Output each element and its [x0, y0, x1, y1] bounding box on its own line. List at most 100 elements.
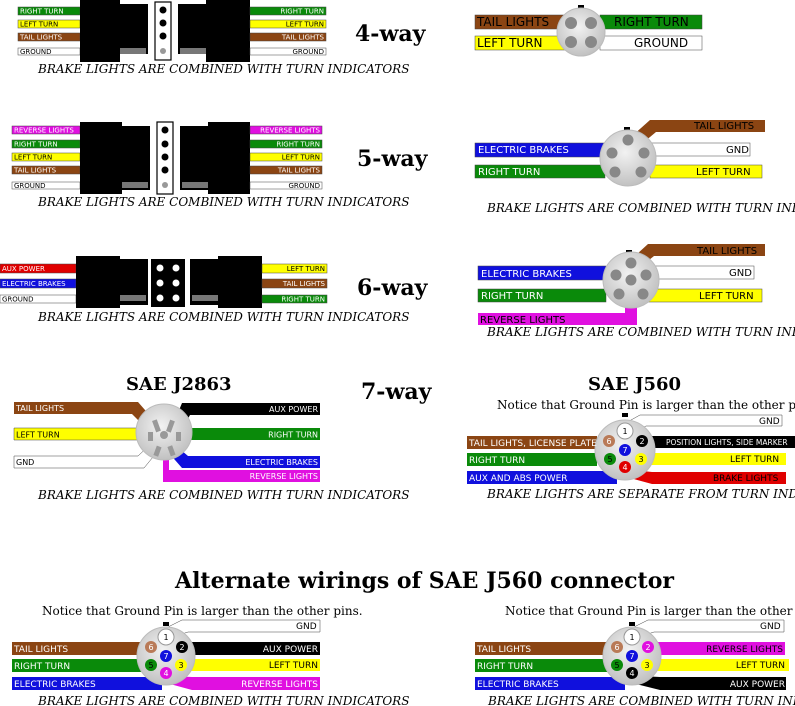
- wire-label-right-turn: RIGHT TURN: [478, 167, 540, 178]
- ground-pin-note: Notice that Ground Pin is larger than th…: [497, 398, 795, 412]
- section-title-4-way: 4-way: [355, 21, 427, 47]
- wire-label-right-turn: RIGHT TURN: [477, 662, 533, 672]
- wire-label-ground: GROUND: [20, 48, 52, 56]
- pin-number: 7: [622, 446, 627, 455]
- section-title-sae-j560: SAE J560: [588, 374, 681, 395]
- wire-label-reverse-lights: REVERSE LIGHTS: [480, 315, 565, 326]
- section-title-6-way: 6-way: [357, 275, 429, 301]
- wire-label-electric-brakes: ELECTRIC BRAKES: [481, 269, 572, 280]
- wire-label-left-turn: LEFT TURN: [287, 265, 325, 273]
- wire-label-electric-brakes: ELECTRIC BRAKES: [2, 280, 66, 288]
- section-title-5-way: 5-way: [357, 146, 429, 172]
- wire-label-left-turn: LEFT TURN: [699, 291, 754, 302]
- four-way-flat-connector: RIGHT TURN LEFT TURN TAIL LIGHTS GROUND …: [17, 0, 409, 76]
- wire-label-electric-brakes: ELECTRIC BRAKES: [245, 458, 318, 467]
- wire-label-gnd: GND: [760, 622, 781, 632]
- pin-number: 6: [148, 643, 153, 652]
- wire-label-ground: GROUND: [2, 296, 34, 304]
- note-text: BRAKE LIGHTS ARE SEPARATE FROM TURN INDI…: [486, 487, 795, 501]
- sae-j2863-connector: TAIL LIGHTS LEFT TURN GND AUX POWER RIGH…: [13, 402, 409, 502]
- wire-label-reverse-lights: REVERSE LIGHTS: [250, 472, 318, 481]
- wire-label-right-turn: RIGHT TURN: [280, 8, 324, 16]
- wire-label-tail-lights: TAIL LIGHTS: [476, 645, 531, 655]
- pin-number: 4: [163, 669, 168, 678]
- section-title-sae-j2863: SAE J2863: [126, 374, 232, 395]
- wire-label-gnd: GND: [16, 458, 34, 467]
- pin-number: 7: [629, 652, 634, 661]
- wire-label-tail-lights: TAIL LIGHTS: [277, 167, 321, 175]
- wire-label-left-turn: LEFT TURN: [269, 661, 318, 671]
- wire-label-reverse-lights: REVERSE LIGHTS: [14, 127, 74, 135]
- wire-label-tail-lights: TAIL LIGHTS: [693, 121, 754, 132]
- wire-label-aux-power: AUX POWER: [2, 265, 45, 273]
- wire-label-left-turn: LEFT TURN: [736, 661, 785, 671]
- pin-number: 3: [644, 661, 649, 670]
- wire-label-left-turn: LEFT TURN: [20, 21, 58, 29]
- note-text: BRAKE LIGHTS ARE COMBINED WITH TURN INDI…: [37, 488, 409, 502]
- wire-label-ground: GROUND: [14, 182, 46, 190]
- wire-label-right-turn: RIGHT TURN: [481, 291, 543, 302]
- section-title-7-way: 7-way: [361, 379, 433, 405]
- pin-number: 5: [614, 661, 619, 670]
- ground-pin-note: Notice that Ground Pin is larger than th…: [505, 604, 795, 618]
- six-way-round-connector: TAIL LIGHTS ELECTRIC BRAKES RIGHT TURN G…: [477, 244, 795, 339]
- five-way-flat-connector: REVERSE LIGHTS RIGHT TURN LEFT TURN TAIL…: [11, 121, 409, 209]
- note-text: BRAKE LIGHTS ARE COMBINED WITH TURN INDI…: [37, 62, 409, 76]
- wire-label-gnd: GND: [729, 268, 752, 279]
- wire-label-left-turn: LEFT TURN: [696, 167, 751, 178]
- wire-label-ground: GROUND: [288, 182, 320, 190]
- wire-label-right-turn: RIGHT TURN: [469, 456, 525, 466]
- wire-label-tail-lights: TAIL LIGHTS: [282, 280, 326, 288]
- section-title-alternate-wirings: Alternate wirings of SAE J560 connector: [174, 568, 674, 594]
- four-way-round-connector: TAIL LIGHTS LEFT TURN RIGHT TURN GROUND: [474, 5, 703, 57]
- pin-number: 3: [638, 455, 643, 464]
- sae-j560-connector: 1 2 3 4 5 6 7 GND TAIL LIGHTS, LICENSE P…: [467, 413, 795, 501]
- wire-label-left-turn: LEFT TURN: [282, 154, 320, 162]
- wire-label-gnd: GND: [296, 622, 317, 632]
- wire-label-right-turn: RIGHT TURN: [20, 8, 64, 16]
- pin-number: 2: [639, 437, 644, 446]
- wire-label-tail-license-plate: TAIL LIGHTS, LICENSE PLATE: [468, 439, 597, 449]
- note-text: BRAKE LIGHTS ARE COMBINED WITH TURN INDI…: [487, 694, 795, 706]
- wire-label-tail-lights: TAIL LIGHTS: [13, 645, 68, 655]
- wire-label-reverse-lights: REVERSE LIGHTS: [706, 645, 783, 655]
- wire-label-reverse-lights: REVERSE LIGHTS: [241, 680, 318, 690]
- note-text: BRAKE LIGHTS ARE COMBINED WITH TURN INDI…: [37, 195, 409, 209]
- alternate-j560-b: 1 2 3 4 5 6 7 GND TAIL LIGHTS REVERSE LI…: [475, 619, 795, 706]
- wire-label-brake-lights: BRAKE LIGHTS: [713, 474, 779, 484]
- note-text: BRAKE LIGHTS ARE COMBINED WITH TURN INDI…: [486, 201, 795, 215]
- five-way-round-connector: TAIL LIGHTS ELECTRIC BRAKES RIGHT TURN G…: [474, 120, 795, 215]
- pin-number: 1: [629, 633, 634, 642]
- note-text: BRAKE LIGHTS ARE COMBINED WITH TURN INDI…: [37, 694, 409, 706]
- wire-label-right-turn: RIGHT TURN: [14, 141, 58, 149]
- wire-label-tail-lights: TAIL LIGHTS: [476, 15, 549, 29]
- wire-label-right-turn: RIGHT TURN: [614, 15, 689, 29]
- pin-number: 1: [163, 633, 168, 642]
- wire-label-right-turn: RIGHT TURN: [281, 296, 325, 304]
- wire-label-aux-power: AUX POWER: [263, 645, 318, 655]
- wire-label-left-turn: LEFT TURN: [730, 455, 779, 465]
- wire-label-electric-brakes: ELECTRIC BRAKES: [478, 145, 569, 156]
- wire-label-electric-brakes: ELECTRIC BRAKES: [14, 680, 96, 690]
- wire-label-right-turn: RIGHT TURN: [14, 662, 70, 672]
- wire-label-right-turn: RIGHT TURN: [276, 141, 320, 149]
- wire-label-ground: GROUND: [292, 48, 324, 56]
- wire-label-aux-abs-power: AUX AND ABS POWER: [469, 474, 568, 484]
- pin-number: 4: [622, 463, 627, 472]
- wire-label-tail-lights: TAIL LIGHTS: [281, 34, 325, 42]
- wire-label-tail-lights: TAIL LIGHTS: [19, 34, 63, 42]
- pin-number: 4: [629, 669, 634, 678]
- wire-label-left-turn: LEFT TURN: [477, 36, 543, 50]
- pin-number: 5: [607, 455, 612, 464]
- wire-label-position-lights: POSITION LIGHTS, SIDE MARKER: [666, 438, 788, 447]
- wire-label-gnd: GND: [726, 145, 749, 156]
- pin-number: 1: [622, 427, 627, 436]
- pin-number: 6: [614, 643, 619, 652]
- wire-label-tail-lights: TAIL LIGHTS: [696, 246, 757, 257]
- wire-label-ground: GROUND: [634, 36, 688, 50]
- wire-label-reverse-lights: REVERSE LIGHTS: [260, 127, 320, 135]
- wire-label-left-turn: LEFT TURN: [286, 21, 324, 29]
- wire-label-right-turn: RIGHT TURN: [268, 431, 318, 440]
- pin-number: 6: [606, 437, 611, 446]
